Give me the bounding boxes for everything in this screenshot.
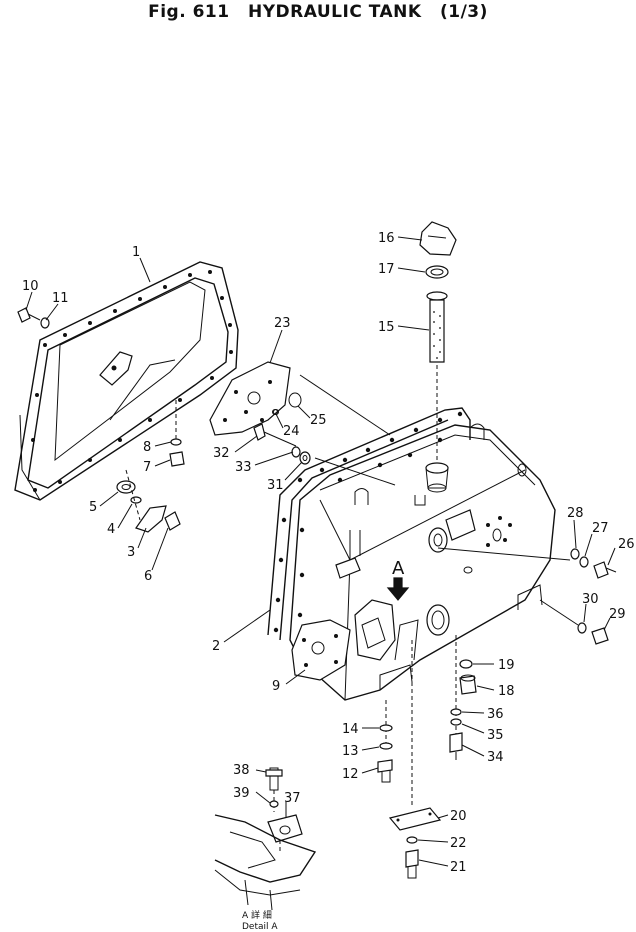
part-label-25: 25 bbox=[310, 413, 327, 428]
part-label-23: 23 bbox=[274, 316, 291, 331]
detail-a-drawing bbox=[214, 767, 317, 911]
part-label-33: 33 bbox=[235, 460, 252, 475]
part-label-21: 21 bbox=[450, 860, 467, 875]
cover-plate-drawing bbox=[14, 261, 239, 501]
figure-title: Fig. 611 HYDRAULIC TANK (1/3) bbox=[0, 2, 636, 22]
bottom-hardware-drawing bbox=[377, 640, 442, 879]
part-label-14: 14 bbox=[342, 722, 359, 737]
bracket-plate-drawing bbox=[209, 361, 302, 436]
part-number-labels: 1 2 3 4 5 6 7 8 9 10 11 12 13 14 15 16 1… bbox=[22, 231, 635, 875]
part-label-27: 27 bbox=[592, 521, 609, 536]
part-label-29: 29 bbox=[609, 607, 626, 622]
filler-assembly-drawing bbox=[419, 221, 457, 462]
part-label-22: 22 bbox=[450, 836, 467, 851]
part-label-26: 26 bbox=[618, 537, 635, 552]
part-label-10: 10 bbox=[22, 279, 39, 294]
part-label-31: 31 bbox=[267, 478, 284, 493]
part-label-39: 39 bbox=[233, 786, 250, 801]
part-label-16: 16 bbox=[378, 231, 395, 246]
part-label-28: 28 bbox=[567, 506, 584, 521]
part-label-3: 3 bbox=[127, 545, 135, 560]
part-label-12: 12 bbox=[342, 767, 359, 782]
view-arrow-a: A bbox=[386, 558, 410, 601]
hardware-bracket-drawing bbox=[253, 374, 396, 486]
part-label-17: 17 bbox=[378, 262, 395, 277]
part-label-7: 7 bbox=[143, 460, 151, 475]
part-label-18: 18 bbox=[498, 684, 515, 699]
part-label-6: 6 bbox=[144, 569, 152, 584]
part-label-35: 35 bbox=[487, 728, 504, 743]
tank-flange-bolts bbox=[273, 411, 463, 633]
part-label-9: 9 bbox=[272, 679, 280, 694]
figure-sheet: (1/3) bbox=[440, 2, 488, 22]
strainer-mesh bbox=[433, 311, 441, 359]
hardware-right-drawing bbox=[437, 547, 617, 645]
part-label-13: 13 bbox=[342, 744, 359, 759]
part-label-30: 30 bbox=[582, 592, 599, 607]
part-label-4: 4 bbox=[107, 522, 115, 537]
part-label-8: 8 bbox=[143, 440, 151, 455]
part-label-24: 24 bbox=[283, 424, 300, 439]
drain-hardware-drawing bbox=[449, 635, 477, 760]
part-label-37: 37 bbox=[284, 791, 301, 806]
part-label-20: 20 bbox=[450, 809, 467, 824]
part-label-15: 15 bbox=[378, 320, 395, 335]
part-label-36: 36 bbox=[487, 707, 504, 722]
detail-label-jp: A 詳 細 bbox=[242, 909, 272, 921]
part-label-19: 19 bbox=[498, 658, 515, 673]
view-marker-a: A bbox=[392, 558, 405, 579]
part-label-2: 2 bbox=[212, 639, 220, 654]
part-label-32: 32 bbox=[213, 446, 230, 461]
hardware-left-drawing bbox=[17, 307, 185, 533]
part-label-1: 1 bbox=[132, 245, 140, 260]
figure-number: Fig. 611 bbox=[148, 2, 230, 22]
part-label-11: 11 bbox=[52, 291, 69, 306]
figure-name: HYDRAULIC TANK bbox=[248, 2, 422, 22]
leader-lines bbox=[25, 236, 616, 867]
part-label-5: 5 bbox=[89, 500, 97, 515]
part-label-34: 34 bbox=[487, 750, 504, 765]
part-label-38: 38 bbox=[233, 763, 250, 778]
detail-label-en: Detail A bbox=[242, 922, 278, 932]
tank-body-drawing bbox=[267, 407, 556, 701]
front-plate-drawing bbox=[291, 619, 351, 681]
detail-a-caption: A 詳 細 Detail A bbox=[242, 909, 278, 932]
cover-bolt-holes bbox=[31, 270, 233, 492]
